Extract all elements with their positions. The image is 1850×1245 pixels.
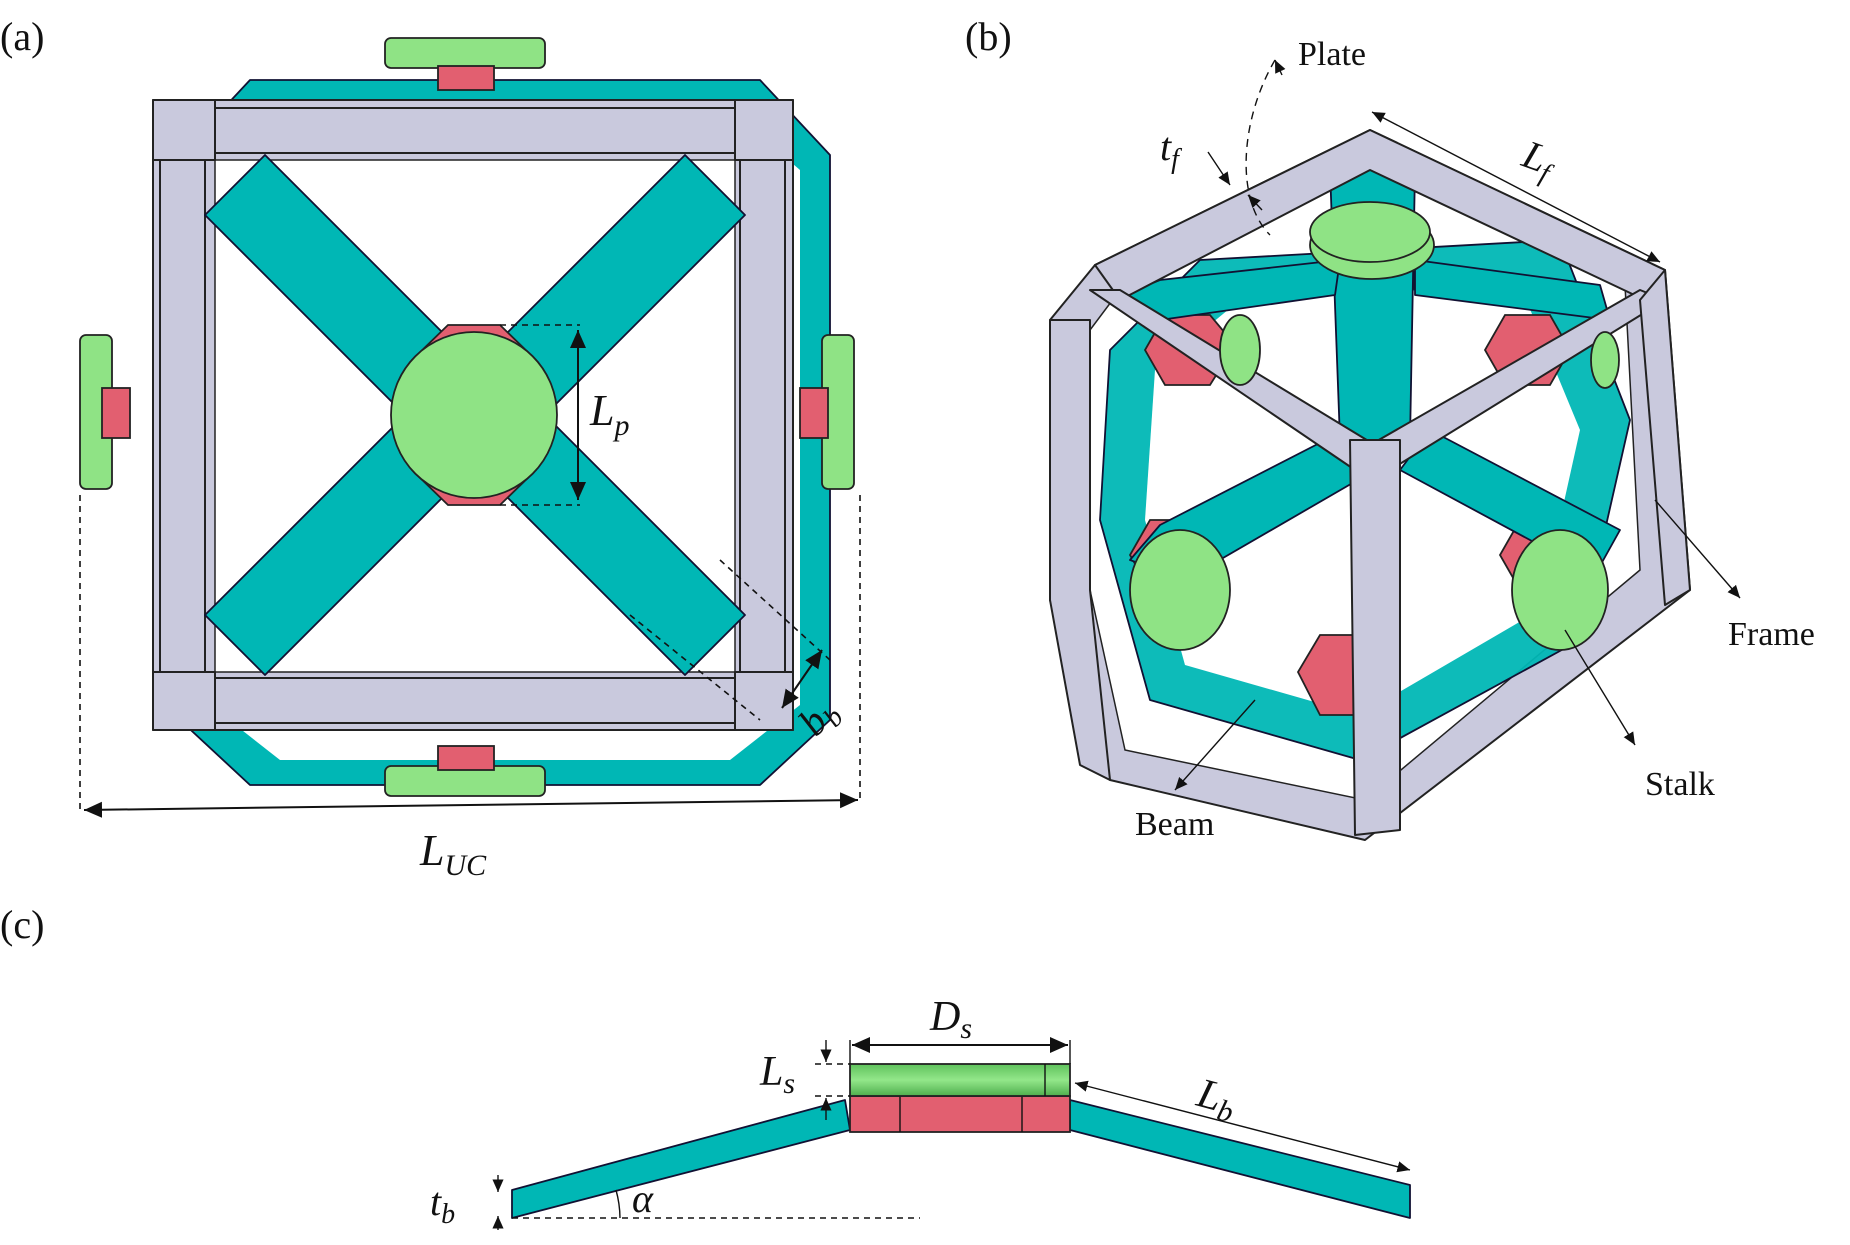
frame-edge-vertical — [1349, 439, 1401, 836]
alpha-label: α — [632, 1176, 654, 1221]
plate-upper-left — [1219, 314, 1261, 386]
stalk-left — [101, 387, 131, 439]
panel-a: (a) L — [0, 14, 861, 882]
luc-label: LUC — [419, 826, 487, 882]
plate-side — [849, 1063, 1071, 1097]
bb-extension-1 — [719, 559, 831, 661]
plate-lower-right — [1511, 529, 1609, 651]
lf-label: Lf — [1514, 131, 1564, 191]
frame-edge-outer-right — [1639, 269, 1691, 606]
panel-c: (c) Ds Ls Lb tb α — [0, 902, 1411, 1230]
plate-upper-right — [1590, 331, 1620, 389]
stalk-side — [849, 1095, 1071, 1133]
beam-label: Beam — [1135, 806, 1214, 843]
frame-rail-bottom — [214, 677, 736, 724]
frame-leader — [1654, 499, 1741, 599]
stalk-top — [437, 65, 495, 91]
frame-rail-top — [214, 107, 736, 154]
frame-corner-tl — [152, 99, 216, 161]
frame-rail-left — [159, 159, 206, 673]
tf-arrow-1 — [1207, 151, 1231, 186]
tb-label: tb — [430, 1179, 455, 1230]
plate-leader — [1245, 59, 1276, 236]
frame-rail-right — [739, 159, 786, 673]
lb-label: Lb — [1190, 1070, 1241, 1129]
lf-dimension-line — [1371, 111, 1661, 263]
tf-arrow-2 — [1247, 194, 1263, 211]
plate-top-face — [1309, 201, 1431, 263]
bb-extension-2 — [629, 614, 761, 721]
stalk-bottom — [437, 745, 495, 771]
bb-dimension-line — [781, 649, 823, 709]
plate-center — [390, 331, 558, 499]
stalk-leader — [1564, 629, 1636, 746]
plate-top — [384, 37, 546, 69]
plate-label: Plate — [1298, 36, 1366, 73]
frame-label: Frame — [1728, 616, 1815, 653]
luc-dimension-line — [83, 792, 859, 818]
panel-a-tag: (a) — [0, 14, 44, 59]
ls-label: Ls — [759, 1049, 795, 1100]
frame-corner-tr — [734, 99, 794, 161]
plate-leader-arrow — [1274, 59, 1286, 76]
lp-label: Lp — [589, 386, 629, 442]
beam-leader — [1174, 699, 1256, 791]
panel-b-tag: (b) — [965, 14, 1012, 59]
alpha-arc — [615, 1189, 621, 1219]
panel-b: (b) Plate — [965, 14, 1815, 843]
frame-corner-br — [734, 671, 794, 731]
panel-c-tag: (c) — [0, 902, 44, 947]
stalk-right — [799, 387, 829, 439]
beam-left — [511, 1099, 851, 1219]
frame-edge-outer-left — [1049, 319, 1111, 781]
ds-label: Ds — [929, 994, 972, 1045]
tf-label: tf — [1160, 124, 1182, 175]
beam-right — [1069, 1099, 1411, 1219]
plate-lower-left — [1129, 529, 1231, 651]
lb-dimension-line — [1074, 1080, 1411, 1173]
stalk-label: Stalk — [1645, 766, 1715, 803]
frame-corner-bl — [152, 671, 216, 731]
